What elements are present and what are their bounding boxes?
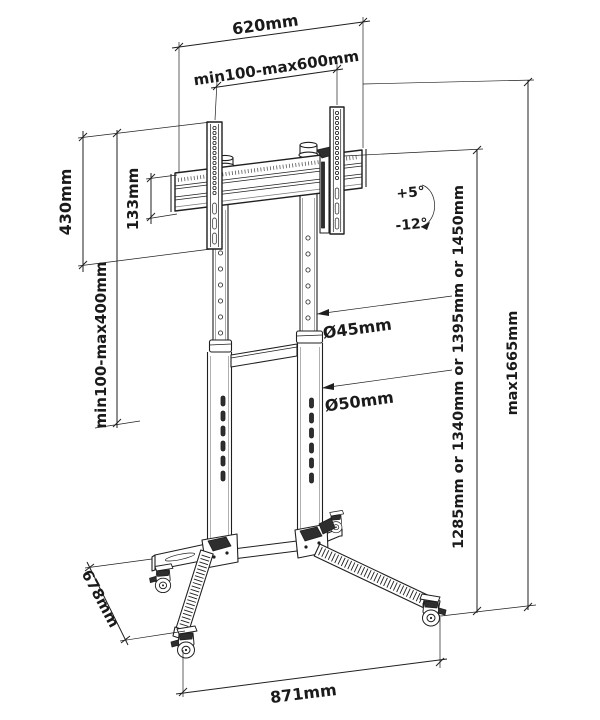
stand-drawing	[149, 106, 447, 659]
leg-front-right	[313, 543, 441, 613]
ground-reference-line	[440, 604, 537, 617]
upper-connecting-bar	[230, 343, 298, 368]
vesa-rail-left	[206, 121, 223, 250]
dim-upper-column-diameter-label: Ø45mm	[322, 315, 393, 343]
dim-bracket-height: 430mm	[56, 121, 212, 272]
dim-tilt-angles: +5° -12°	[395, 184, 435, 235]
lower-pole-left-slots	[220, 395, 226, 482]
lower-stabilizer-bar	[232, 540, 298, 560]
upper-pole-left-holes	[217, 250, 223, 336]
caster-front-right	[419, 593, 447, 627]
dim-crossbar-height: 133mm	[124, 168, 178, 231]
dim-base-width-label: 871mm	[269, 680, 338, 707]
dim-bracket-height-label: 430mm	[56, 169, 75, 236]
dimension-annotations: 620mm min100-max600mm 430mm 1	[56, 11, 537, 707]
dim-vesa-height-range: min100-max400mm	[92, 128, 141, 429]
dim-base-width: 871mm	[175, 615, 448, 707]
dim-crossbar-height-label: 133mm	[124, 168, 142, 231]
lower-pole-left	[206, 352, 233, 562]
dim-base-depth-label: 678mm	[78, 567, 123, 631]
dim-lower-column-diameter: Ø50mm	[321, 369, 453, 416]
dim-vesa-height-range-label: min100-max400mm	[92, 262, 110, 429]
tilt-bracket	[316, 146, 333, 234]
dim-upper-column-diameter: Ø45mm	[316, 295, 453, 343]
tilt-down-label: -12°	[395, 216, 429, 235]
caster-back-left	[149, 563, 174, 594]
vesa-rail-right	[329, 106, 345, 235]
dim-column-height-options: 1285mm or 1340mm or 1395mm or 1450mm	[343, 145, 484, 616]
upper-pole-right	[299, 193, 318, 334]
pole-collar-right	[295, 330, 324, 344]
lower-pole-right	[296, 343, 324, 554]
caster-front-left	[170, 625, 198, 659]
pole-collar-left	[208, 339, 233, 353]
dim-max-total-height-label: max1665mm	[505, 311, 521, 416]
lower-pole-right-slots	[309, 397, 314, 484]
dim-vesa-width-range-label: min100-max600mm	[192, 47, 360, 89]
dim-lower-column-diameter-label: Ø50mm	[324, 388, 395, 416]
tilt-up-label: +5°	[396, 184, 426, 202]
dim-max-total-height: max1665mm	[362, 77, 535, 612]
dim-column-height-options-label: 1285mm or 1340mm or 1395mm or 1450mm	[451, 185, 467, 549]
upper-pole-right-holes	[305, 235, 311, 321]
base-hub-left	[201, 533, 239, 569]
dim-bracket-total-width-label: 620mm	[231, 11, 300, 39]
